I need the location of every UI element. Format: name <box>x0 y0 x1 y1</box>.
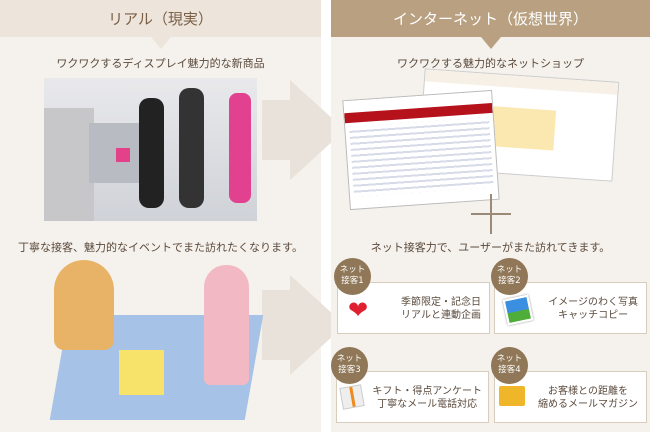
badge-text: 接客4 <box>498 365 521 375</box>
card-line: お客様との距離を <box>548 386 628 397</box>
card-line: キャッチコピー <box>558 310 629 321</box>
header-pointer <box>150 37 171 49</box>
internet-panel: インターネット（仮想世界） ワクワクする魅力的なネットショップ ネット接客力で、… <box>331 0 650 432</box>
nail-salon-image <box>44 255 264 420</box>
badge-text: 接客1 <box>341 276 364 286</box>
heart-balloon-icon: ❤ <box>348 296 369 324</box>
net-service-card-3: キフト・得点アンケート丁寧なメール電話対応 <box>336 371 489 423</box>
card-line: 丁寧なメール電話対応 <box>377 399 478 410</box>
arrow-body <box>262 290 292 360</box>
badge-text: ネット <box>339 265 366 275</box>
card-line: リアルと連動企画 <box>401 310 481 321</box>
badge-text: 接客2 <box>498 276 521 286</box>
badge-text: 接客3 <box>338 365 361 375</box>
arrow-body <box>262 100 292 160</box>
badge-text: ネット <box>496 354 523 364</box>
internet-header: インターネット（仮想世界） <box>331 0 650 37</box>
header-pointer <box>480 37 501 49</box>
card-line: 縮めるメールマガジン <box>538 399 638 410</box>
real-header: リアル（現実） <box>0 0 321 37</box>
net-service-badge-4: ネット接客4 <box>491 347 528 384</box>
badge-text: ネット <box>336 354 363 364</box>
real-panel: リアル（現実） ワクワクするディスプレイ魅力的な新商品 丁寧な接客、魅力的なイベ… <box>0 0 345 432</box>
internet-caption-shop: ワクワクする魅力的なネットショップ <box>397 57 584 70</box>
card-line: 季節限定・記念日 <box>401 297 481 308</box>
shop-screenshot-rakuten <box>342 89 500 211</box>
envelope-icon <box>499 386 525 406</box>
store-display-image <box>44 78 257 221</box>
plus-icon <box>490 194 492 234</box>
card-line: イメージのわく写真 <box>548 297 638 308</box>
badge-text: ネット <box>496 265 523 275</box>
real-caption-display: ワクワクするディスプレイ魅力的な新商品 <box>56 57 265 70</box>
net-service-badge-2: ネット接客2 <box>491 258 528 295</box>
gift-icon <box>339 384 365 410</box>
photo-icon <box>502 294 534 326</box>
card-line: キフト・得点アンケート <box>372 386 482 397</box>
net-service-badge-3: ネット接客3 <box>331 347 368 384</box>
internet-caption-service: ネット接客力で、ユーザーがまた訪れてきます。 <box>370 241 611 254</box>
real-caption-service: 丁寧な接客、魅力的なイベントでまた訪れたくなります。 <box>18 241 303 254</box>
net-service-badge-1: ネット接客1 <box>334 258 371 295</box>
